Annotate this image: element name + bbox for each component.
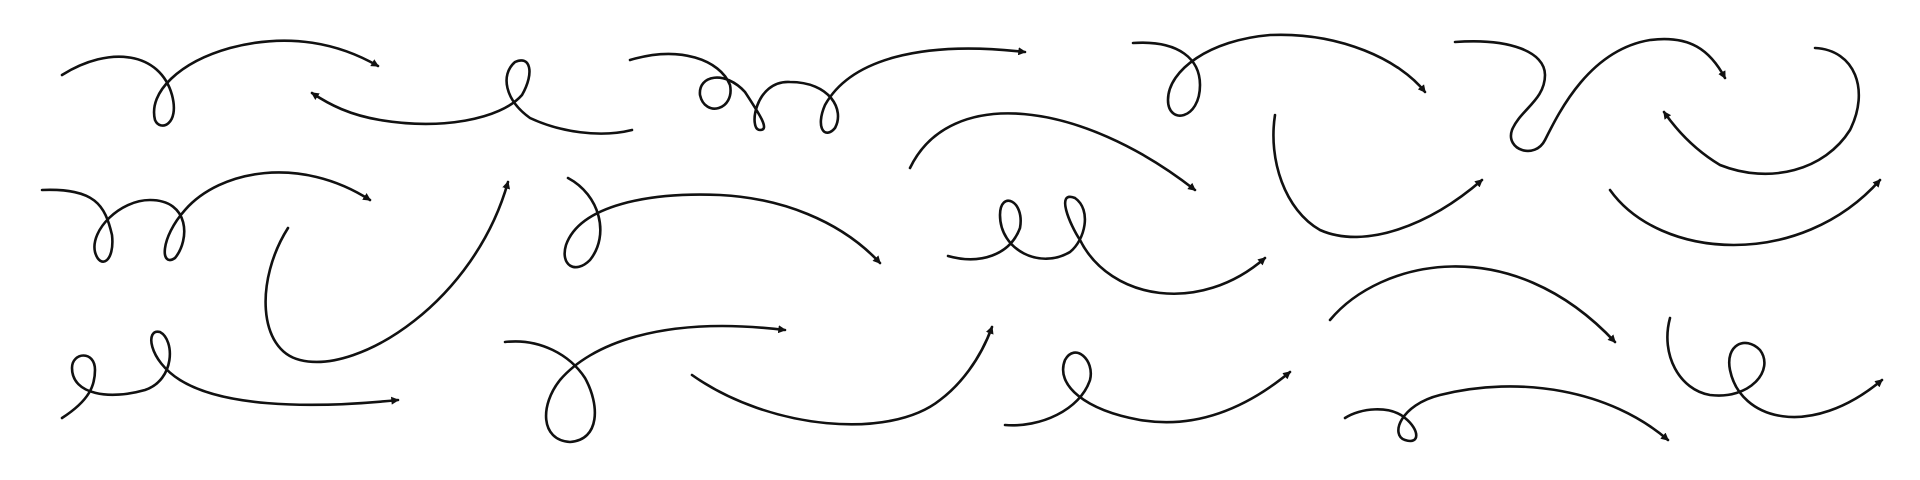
loop-arrow-2 (310, 59, 634, 135)
hook-arrow-9 (563, 176, 882, 269)
curve-arrow-12 (1272, 113, 1484, 239)
curve-arrow-13 (1608, 178, 1882, 247)
loop-arrow-7 (40, 171, 372, 263)
curve-arrow-8 (264, 180, 511, 364)
loop-arrow-11 (946, 195, 1267, 296)
loop-arrow-1 (60, 39, 380, 127)
curve-arrow-16 (690, 325, 994, 426)
hook-arrow-6 (1662, 46, 1861, 176)
loop-arrow-15 (503, 324, 787, 444)
loop-arrow-20 (1666, 316, 1884, 419)
loop-arrow-4 (1131, 33, 1427, 117)
curve-arrow-10 (908, 112, 1197, 192)
loop-arrow-3 (628, 47, 1027, 134)
loop-arrow-19 (1343, 385, 1670, 443)
loop-arrow-5 (1453, 37, 1727, 153)
loop-arrow-17 (1003, 351, 1292, 427)
loop-arrow-14 (60, 330, 400, 420)
curve-arrow-18 (1328, 265, 1617, 344)
